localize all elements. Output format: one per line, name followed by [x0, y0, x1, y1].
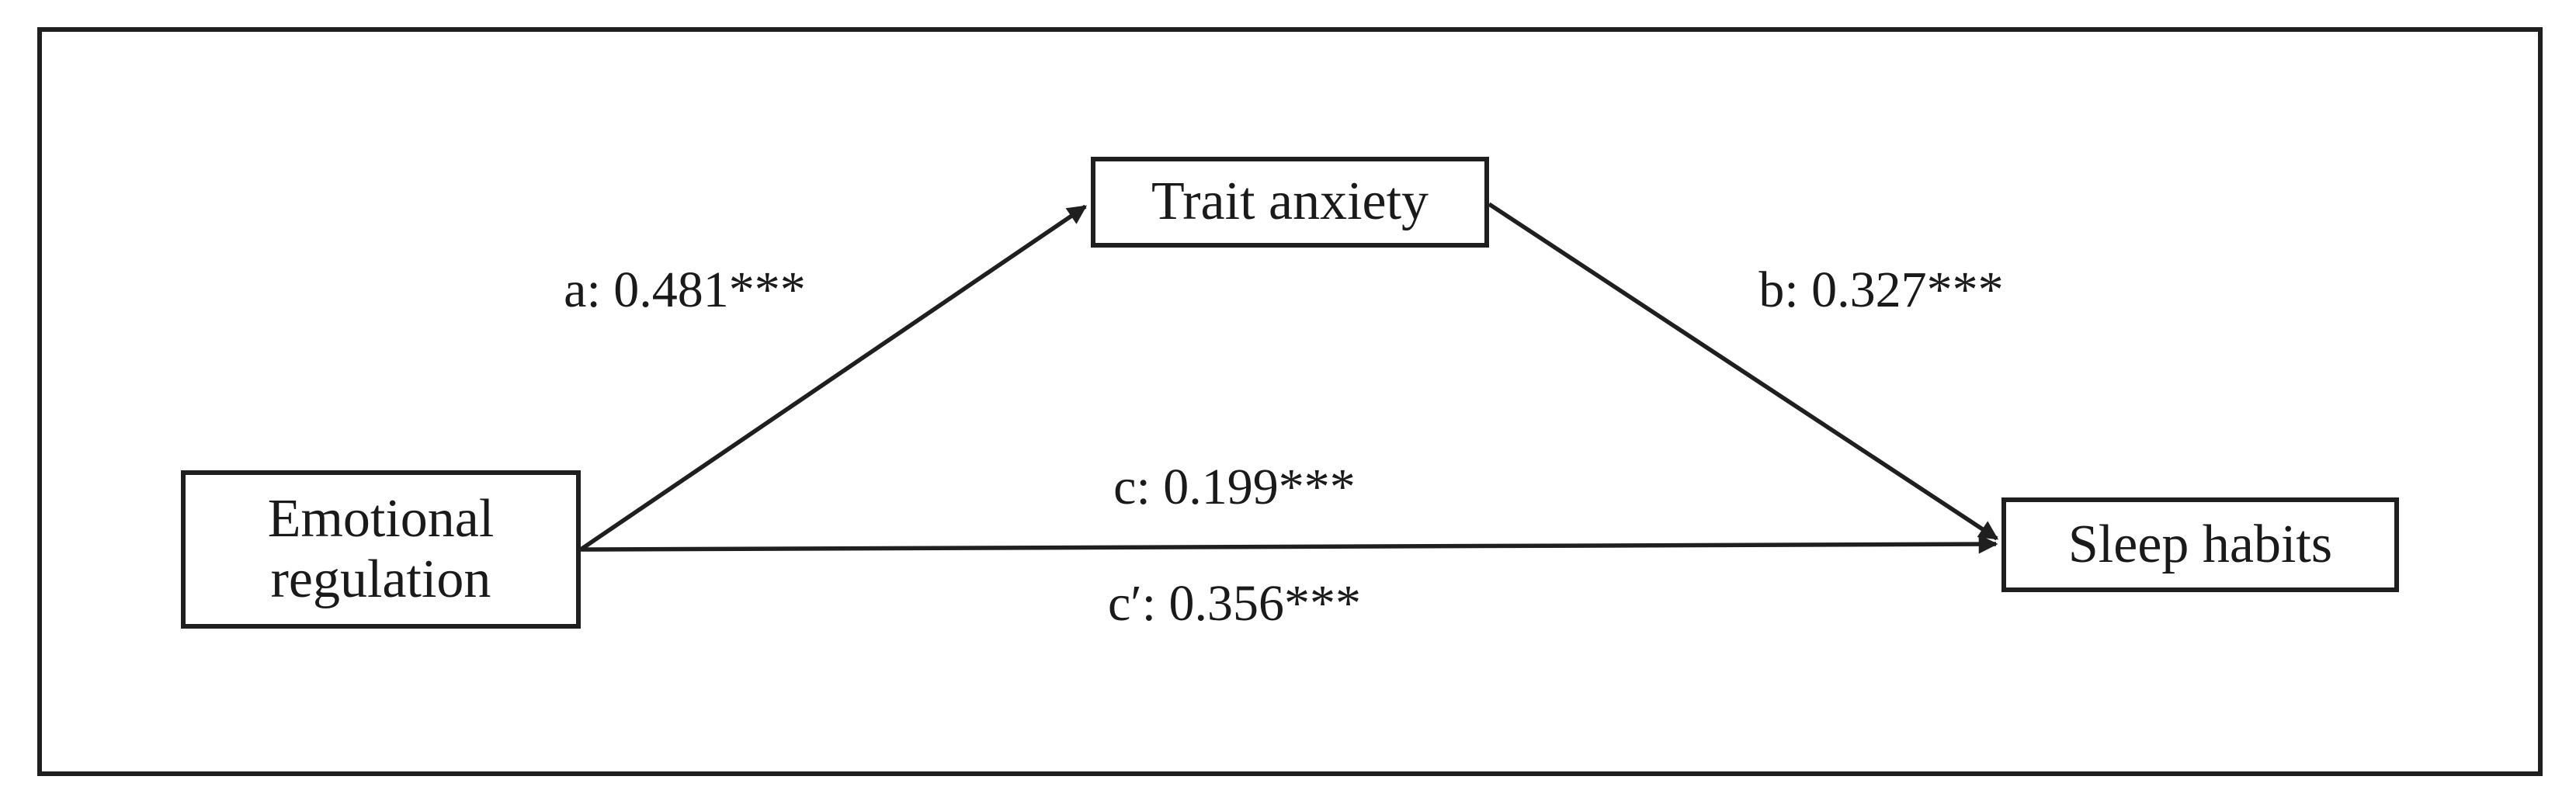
path-b-coefficient: b: 0.327*** — [1758, 262, 2004, 318]
path-c-arrow — [580, 534, 1998, 554]
node-emotional-regulation: Emotional regulation — [181, 470, 581, 629]
path-a-arrow — [579, 204, 1088, 552]
node-trait-anxiety-label: Trait anxiety — [1151, 172, 1429, 232]
node-sleep-habits: Sleep habits — [2001, 497, 2399, 592]
path-c-coefficient: c: 0.199*** — [1113, 459, 1356, 515]
path-c-prime-coefficient: c′: 0.356*** — [1107, 575, 1362, 632]
figure-border — [37, 27, 2543, 776]
node-trait-anxiety: Trait anxiety — [1091, 157, 1489, 248]
path-a-coefficient: a: 0.481*** — [564, 262, 806, 318]
node-emotional-regulation-label: Emotional regulation — [267, 488, 495, 609]
path-b-arrow — [1488, 202, 1999, 541]
node-sleep-habits-label: Sleep habits — [2067, 514, 2333, 574]
